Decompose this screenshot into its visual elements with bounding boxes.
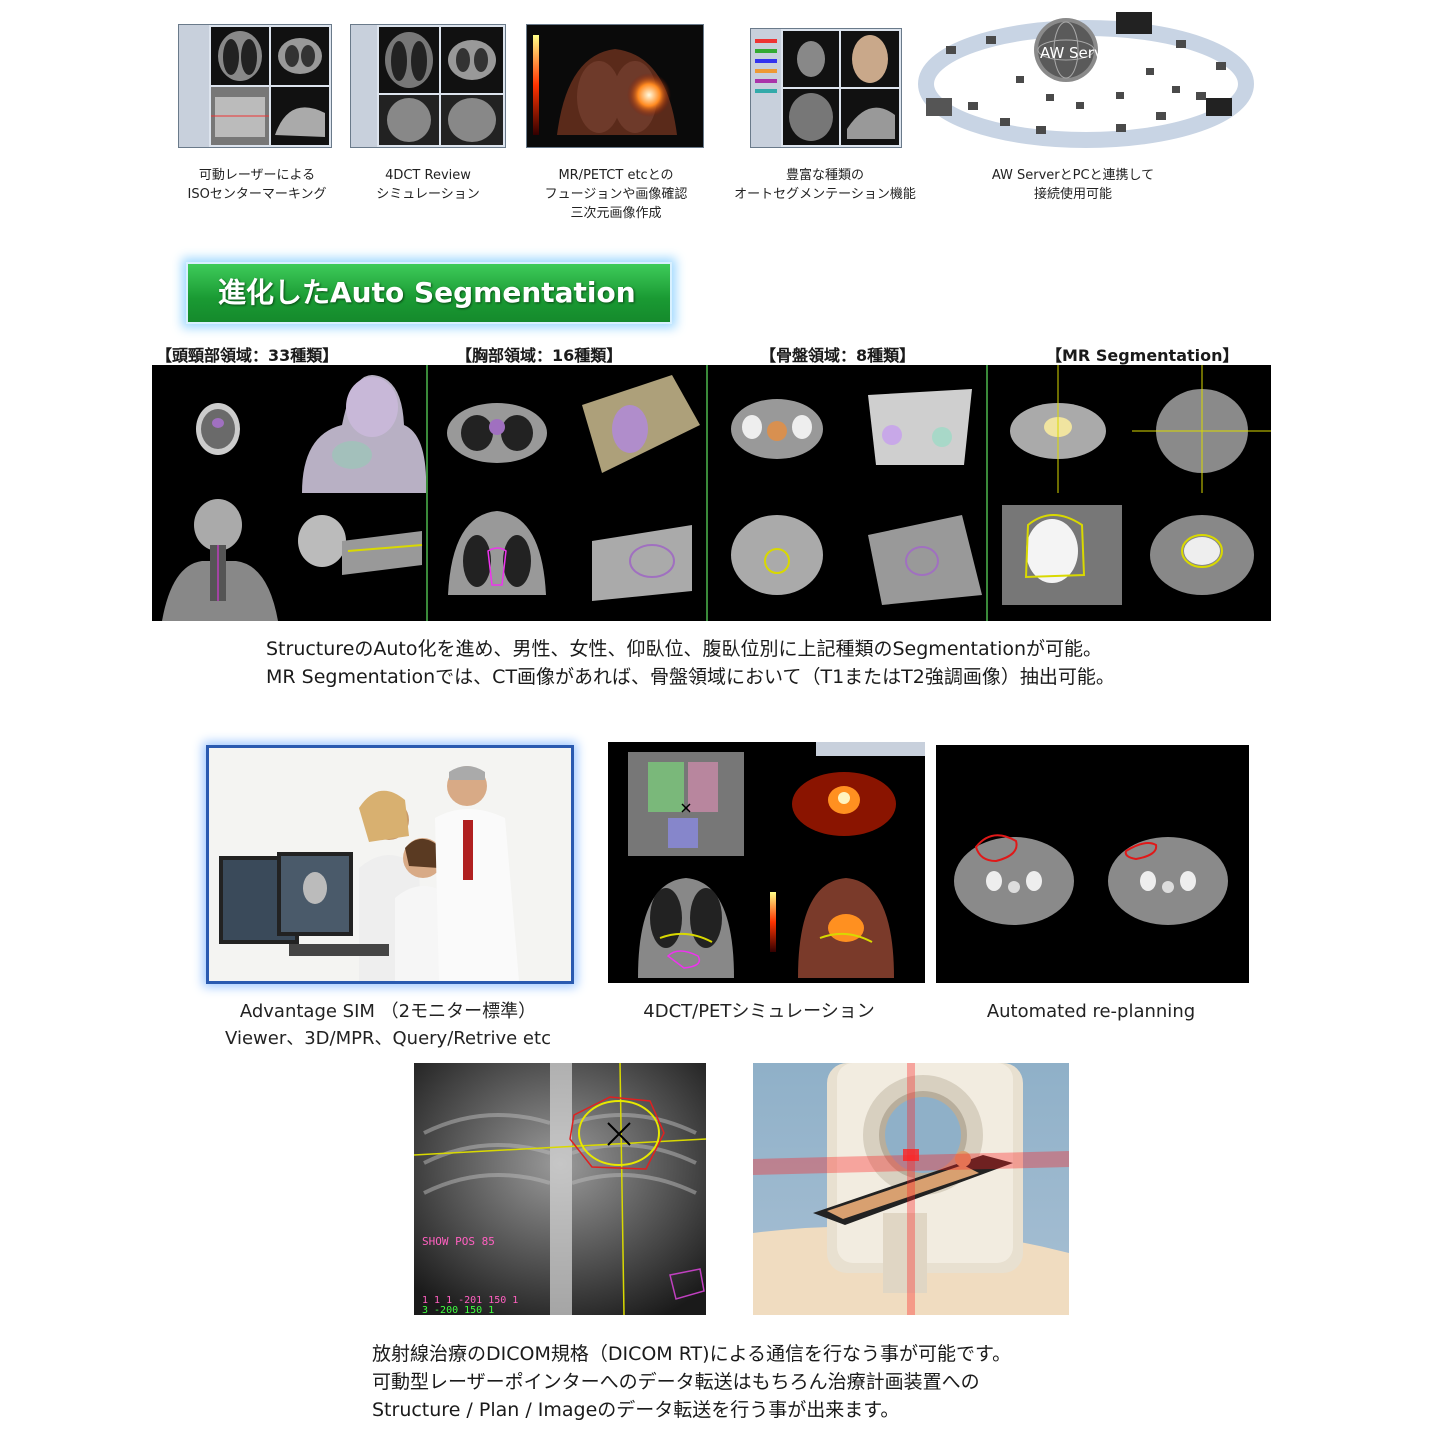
dicom-rt-description-line-3: Structure / Plan / Imageのデータ転送を行う事が出来ます。 — [372, 1399, 900, 1421]
drr-readout-line-2: 3 -200 150 1 — [422, 1305, 494, 1315]
aw-server-label: AW Server — [1040, 44, 1119, 62]
caption-automated-replanning: Automated re-planning — [986, 1001, 1196, 1022]
pelvis-panels — [708, 365, 986, 621]
auto-segmentation-screenshot — [750, 28, 902, 148]
fusion-screenshot — [526, 24, 704, 148]
drr-readout-line-1: 1 1 1 -201 150 1 — [422, 1295, 518, 1306]
drr-laser-screenshot: SHOW POS 85 1 1 1 -201 150 1 3 -200 150 … — [414, 1063, 706, 1315]
dicom-rt-description-line-2: 可動型レーザーポインターへのデータ転送はもちろん治療計画装置への — [372, 1371, 980, 1393]
auto-segmentation-banner: 進化したAuto Segmentation — [186, 262, 672, 324]
4dct-review-screenshot — [350, 24, 506, 148]
caption-4dct-pet: 4DCT/PETシミュレーション — [643, 1001, 875, 1022]
region-head-neck-label: 【頭頸部領域：33種類】 — [156, 346, 339, 365]
region-mr-segmentation-label: 【MR Segmentation】 — [1046, 346, 1239, 365]
drr-show-pos-label: SHOW POS 85 — [422, 1235, 495, 1248]
region-chest-label: 【胸部領域：16種類】 — [456, 346, 623, 365]
dicom-rt-description-line-1: 放射線治療のDICOM規格（DICOM RT)による通信を行なう事が可能です。 — [372, 1343, 1012, 1365]
advantage-sim-photo — [206, 745, 574, 984]
chest-panels — [428, 365, 706, 621]
aw-server-network-diagram: AW Server — [916, 6, 1256, 156]
banner-title: 進化したAuto Segmentation — [218, 276, 636, 309]
ct-gantry-laser-render — [753, 1063, 1069, 1315]
head-neck-panels — [152, 365, 427, 621]
caption-fusion: MR/PETCT etcとのフュージョンや画像確認三次元画像作成 — [544, 168, 688, 221]
automated-replanning-screenshot — [936, 745, 1249, 983]
segmentation-description-line-1: StructureのAuto化を進め、男性、女性、仰臥位、腹臥位別に上記種類のS… — [266, 638, 1103, 660]
laser-marking-screenshot — [178, 24, 332, 148]
region-pelvis-label: 【骨盤領域：8種類】 — [760, 346, 916, 365]
caption-advantage-sim: Advantage SIM （2モニター標準）Viewer、3D/MPR、Que… — [225, 1001, 551, 1049]
caption-aw-server: AW ServerとPCと連携して接続使用可能 — [991, 168, 1155, 202]
segmentation-image-grid — [152, 365, 1271, 621]
segmentation-description-line-2: MR Segmentationでは、CT画像があれば、骨盤領域において（T1また… — [266, 666, 1115, 688]
4dct-pet-screenshot — [608, 742, 925, 983]
caption-auto-segmentation: 豊富な種類のオートセグメンテーション機能 — [734, 168, 916, 202]
mr-segmentation-panels — [988, 365, 1271, 621]
